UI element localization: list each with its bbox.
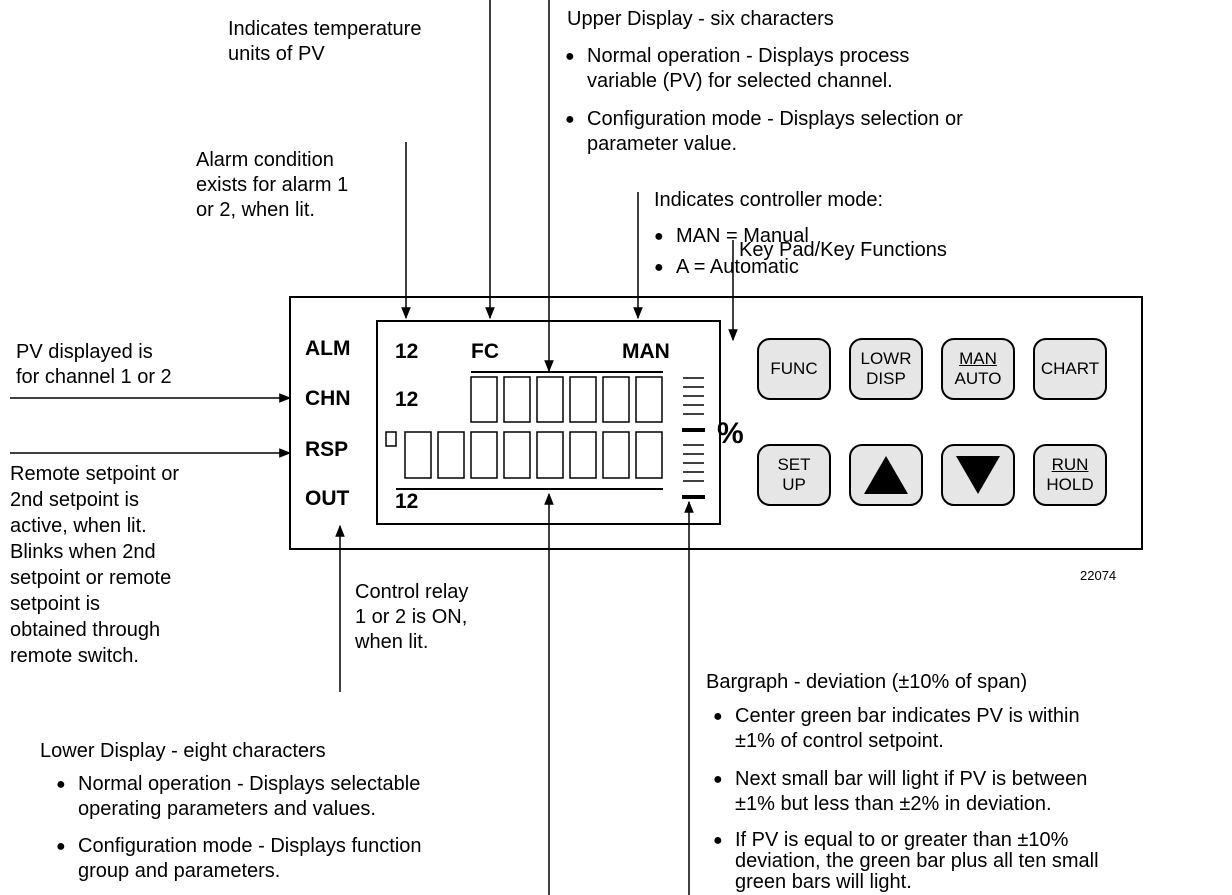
controller-mode-indicator: MAN xyxy=(622,340,670,363)
percent-symbol: % xyxy=(717,417,744,450)
lower-digit xyxy=(404,431,432,479)
alarm-callout: Alarm condition exists for alarm 1 or 2,… xyxy=(196,149,349,221)
upper-display-bullet: Configuration mode - Displays selection … xyxy=(565,107,963,157)
chn-label: CHN xyxy=(305,387,351,410)
up-arrow-key[interactable] xyxy=(849,444,923,506)
temperature-units: FC xyxy=(471,340,499,363)
down-arrow-icon xyxy=(956,456,1000,494)
remote-setpoint-callout: Remote setpoint or 2nd setpoint is activ… xyxy=(10,463,179,667)
upper-digit xyxy=(635,376,663,423)
chart-key[interactable]: CHART xyxy=(1033,338,1107,400)
output-indicator-value: 12 xyxy=(395,490,419,513)
lower-display-digits xyxy=(385,431,663,479)
controller-mode-bullet: A = Automatic xyxy=(654,255,799,280)
lower-display-bullet: Configuration mode - Displays function g… xyxy=(56,834,422,884)
alarm-indicator-value: 12 xyxy=(395,340,419,363)
keypad-callout: Key Pad/Key Functions xyxy=(739,239,947,261)
bargraph-bullet: If PV is equal to or greater than ±10% d… xyxy=(713,830,1099,893)
lower-digit xyxy=(536,431,564,479)
control-relay-callout: Control relay 1 or 2 is ON, when lit. xyxy=(355,581,469,653)
down-arrow-key[interactable] xyxy=(941,444,1015,506)
upper-display-callout-title: Upper Display - six characters xyxy=(567,8,834,30)
temp-units-callout: Indicates temperature units of PV xyxy=(228,18,422,65)
bargraph-bullet: Next small bar will light if PV is betwe… xyxy=(713,767,1087,817)
lower-display-bullet: Normal operation - Displays selectable o… xyxy=(56,772,420,822)
rsp-label: RSP xyxy=(305,438,349,461)
lower-digit xyxy=(470,431,498,479)
lower-digit xyxy=(602,431,630,479)
rsp-indicator xyxy=(385,431,397,447)
run-hold-key[interactable]: RUN HOLD xyxy=(1033,444,1107,506)
upper-digit xyxy=(503,376,531,423)
channel-indicator-value: 12 xyxy=(395,388,419,411)
bargraph-callout-title: Bargraph - deviation (±10% of span) xyxy=(706,671,1028,693)
out-label: OUT xyxy=(305,487,350,510)
bargraph-bullet: Center green bar indicates PV is within … xyxy=(713,704,1080,754)
bargraph xyxy=(682,377,705,499)
up-arrow-icon xyxy=(864,456,908,494)
lowr-disp-key[interactable]: LOWR DISP xyxy=(849,338,923,400)
man-auto-key[interactable]: MAN AUTO xyxy=(941,338,1015,400)
alm-label: ALM xyxy=(305,337,351,360)
upper-display-bullet: Normal operation - Displays process vari… xyxy=(565,44,909,94)
figure-number: 22074 xyxy=(1080,568,1117,583)
lower-display-callout-title: Lower Display - eight characters xyxy=(40,740,326,762)
upper-digit xyxy=(602,376,630,423)
lower-digit xyxy=(569,431,597,479)
controller-mode-callout-title: Indicates controller mode: xyxy=(654,189,884,211)
channel-callout: PV displayed is for channel 1 or 2 xyxy=(16,341,172,388)
lower-digit xyxy=(635,431,663,479)
upper-digit xyxy=(470,376,498,423)
upper-digit xyxy=(536,376,564,423)
lower-digit xyxy=(503,431,531,479)
func-key[interactable]: FUNC xyxy=(757,338,831,400)
lower-digit xyxy=(437,431,465,479)
setup-key[interactable]: SET UP xyxy=(757,444,831,506)
upper-display-digits xyxy=(470,376,663,423)
upper-digit xyxy=(569,376,597,423)
controller-mode-bullet: MAN = Manual xyxy=(654,224,809,249)
